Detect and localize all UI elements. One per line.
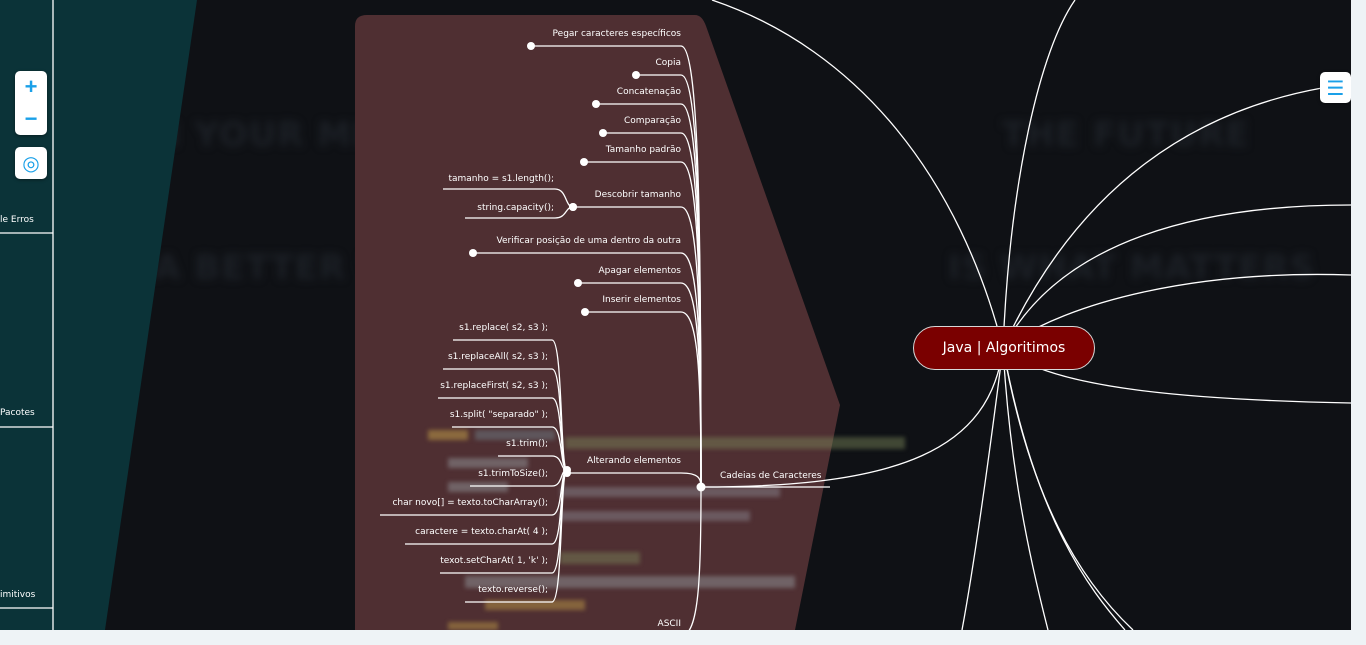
root-node-label: Java | Algoritimos xyxy=(942,340,1066,356)
background-code-blur xyxy=(428,430,905,630)
grandchild-label: s1.trimToSize(); xyxy=(478,469,548,479)
grandchild-edge xyxy=(465,469,568,603)
zoom-control: + − xyxy=(15,71,47,135)
minus-icon: − xyxy=(24,106,38,131)
target-icon: ◎ xyxy=(22,151,40,175)
child-edge xyxy=(688,486,702,630)
mind-map-diagram: Cadeias de Caracteres Pegar caracteres es… xyxy=(0,0,1351,630)
grandchild-label: s1.replaceAll( s2, s3 ); xyxy=(448,352,548,362)
grandchild-label: texto.reverse(); xyxy=(478,585,548,595)
left-panel xyxy=(0,0,197,630)
grandchild-label: s1.trim(); xyxy=(506,439,548,449)
locate-button[interactable]: ◎ xyxy=(15,147,47,179)
child-label: Concatenação xyxy=(617,87,682,97)
child-label: ASCII xyxy=(658,619,681,629)
child-label: Tamanho padrão xyxy=(605,145,682,155)
node-dot[interactable] xyxy=(563,466,571,474)
grandchild-label: s1.replaceFirst( s2, s3 ); xyxy=(440,381,548,391)
node-dot[interactable] xyxy=(632,71,640,79)
child-edge xyxy=(585,311,702,488)
branch-node-dot[interactable] xyxy=(696,482,706,492)
plus-icon: + xyxy=(24,74,38,99)
branch-highlight xyxy=(355,15,840,630)
child-label: Copia xyxy=(655,58,681,68)
child-label: Pegar caracteres específicos xyxy=(553,29,682,39)
grandchild-label: tamanho = s1.length(); xyxy=(448,174,554,184)
background-blur-text: THE FUTURE xyxy=(1002,115,1250,155)
node-dot[interactable] xyxy=(580,158,588,166)
menu-button[interactable]: ☰ xyxy=(1320,72,1351,103)
grandchild-label: string.capacity(); xyxy=(477,203,554,213)
node-dot[interactable] xyxy=(592,100,600,108)
branch-labels: Cadeias de Caracteres Pegar caracteres es… xyxy=(392,29,821,629)
grandchild-label: s1.replace( s2, s3 ); xyxy=(459,323,548,333)
left-panel-label: Pacotes xyxy=(0,408,35,418)
child-label: Comparação xyxy=(624,116,681,126)
node-dot[interactable] xyxy=(599,129,607,137)
node-dot[interactable] xyxy=(527,42,535,50)
grandchild-label: texot.setCharAt( 1, 'k' ); xyxy=(440,556,548,566)
branch-label: Cadeias de Caracteres xyxy=(720,471,822,481)
root-connectors xyxy=(700,0,1351,630)
grandchild-label: caractere = texto.charAt( 4 ); xyxy=(415,527,548,537)
child-label: Verificar posição de uma dentro da outra xyxy=(497,236,681,246)
node-dot[interactable] xyxy=(469,249,477,257)
zoom-in-button[interactable]: + xyxy=(15,71,47,103)
child-label: Inserir elementos xyxy=(602,295,681,305)
branch-connectors xyxy=(380,42,830,630)
child-label: Descobrir tamanho xyxy=(595,190,682,200)
child-label: Apagar elementos xyxy=(599,266,682,276)
left-panel-label: le Erros xyxy=(0,215,34,225)
grandchild-label: char novo[] = texto.toCharArray(); xyxy=(392,498,548,508)
node-dot[interactable] xyxy=(569,203,577,211)
child-label: Alterando elementos xyxy=(587,456,681,466)
mind-map-canvas[interactable]: OPEN YOUR MIND FOR A BETTER WORLD THE FU… xyxy=(0,0,1351,630)
zoom-out-button[interactable]: − xyxy=(15,103,47,135)
node-dot[interactable] xyxy=(574,279,582,287)
grandchild-label: s1.split( "separado" ); xyxy=(450,410,548,420)
node-dot[interactable] xyxy=(581,308,589,316)
hamburger-icon: ☰ xyxy=(1326,75,1345,100)
left-panel-label: imitivos xyxy=(0,590,36,600)
root-node[interactable]: Java | Algoritimos xyxy=(913,326,1095,370)
